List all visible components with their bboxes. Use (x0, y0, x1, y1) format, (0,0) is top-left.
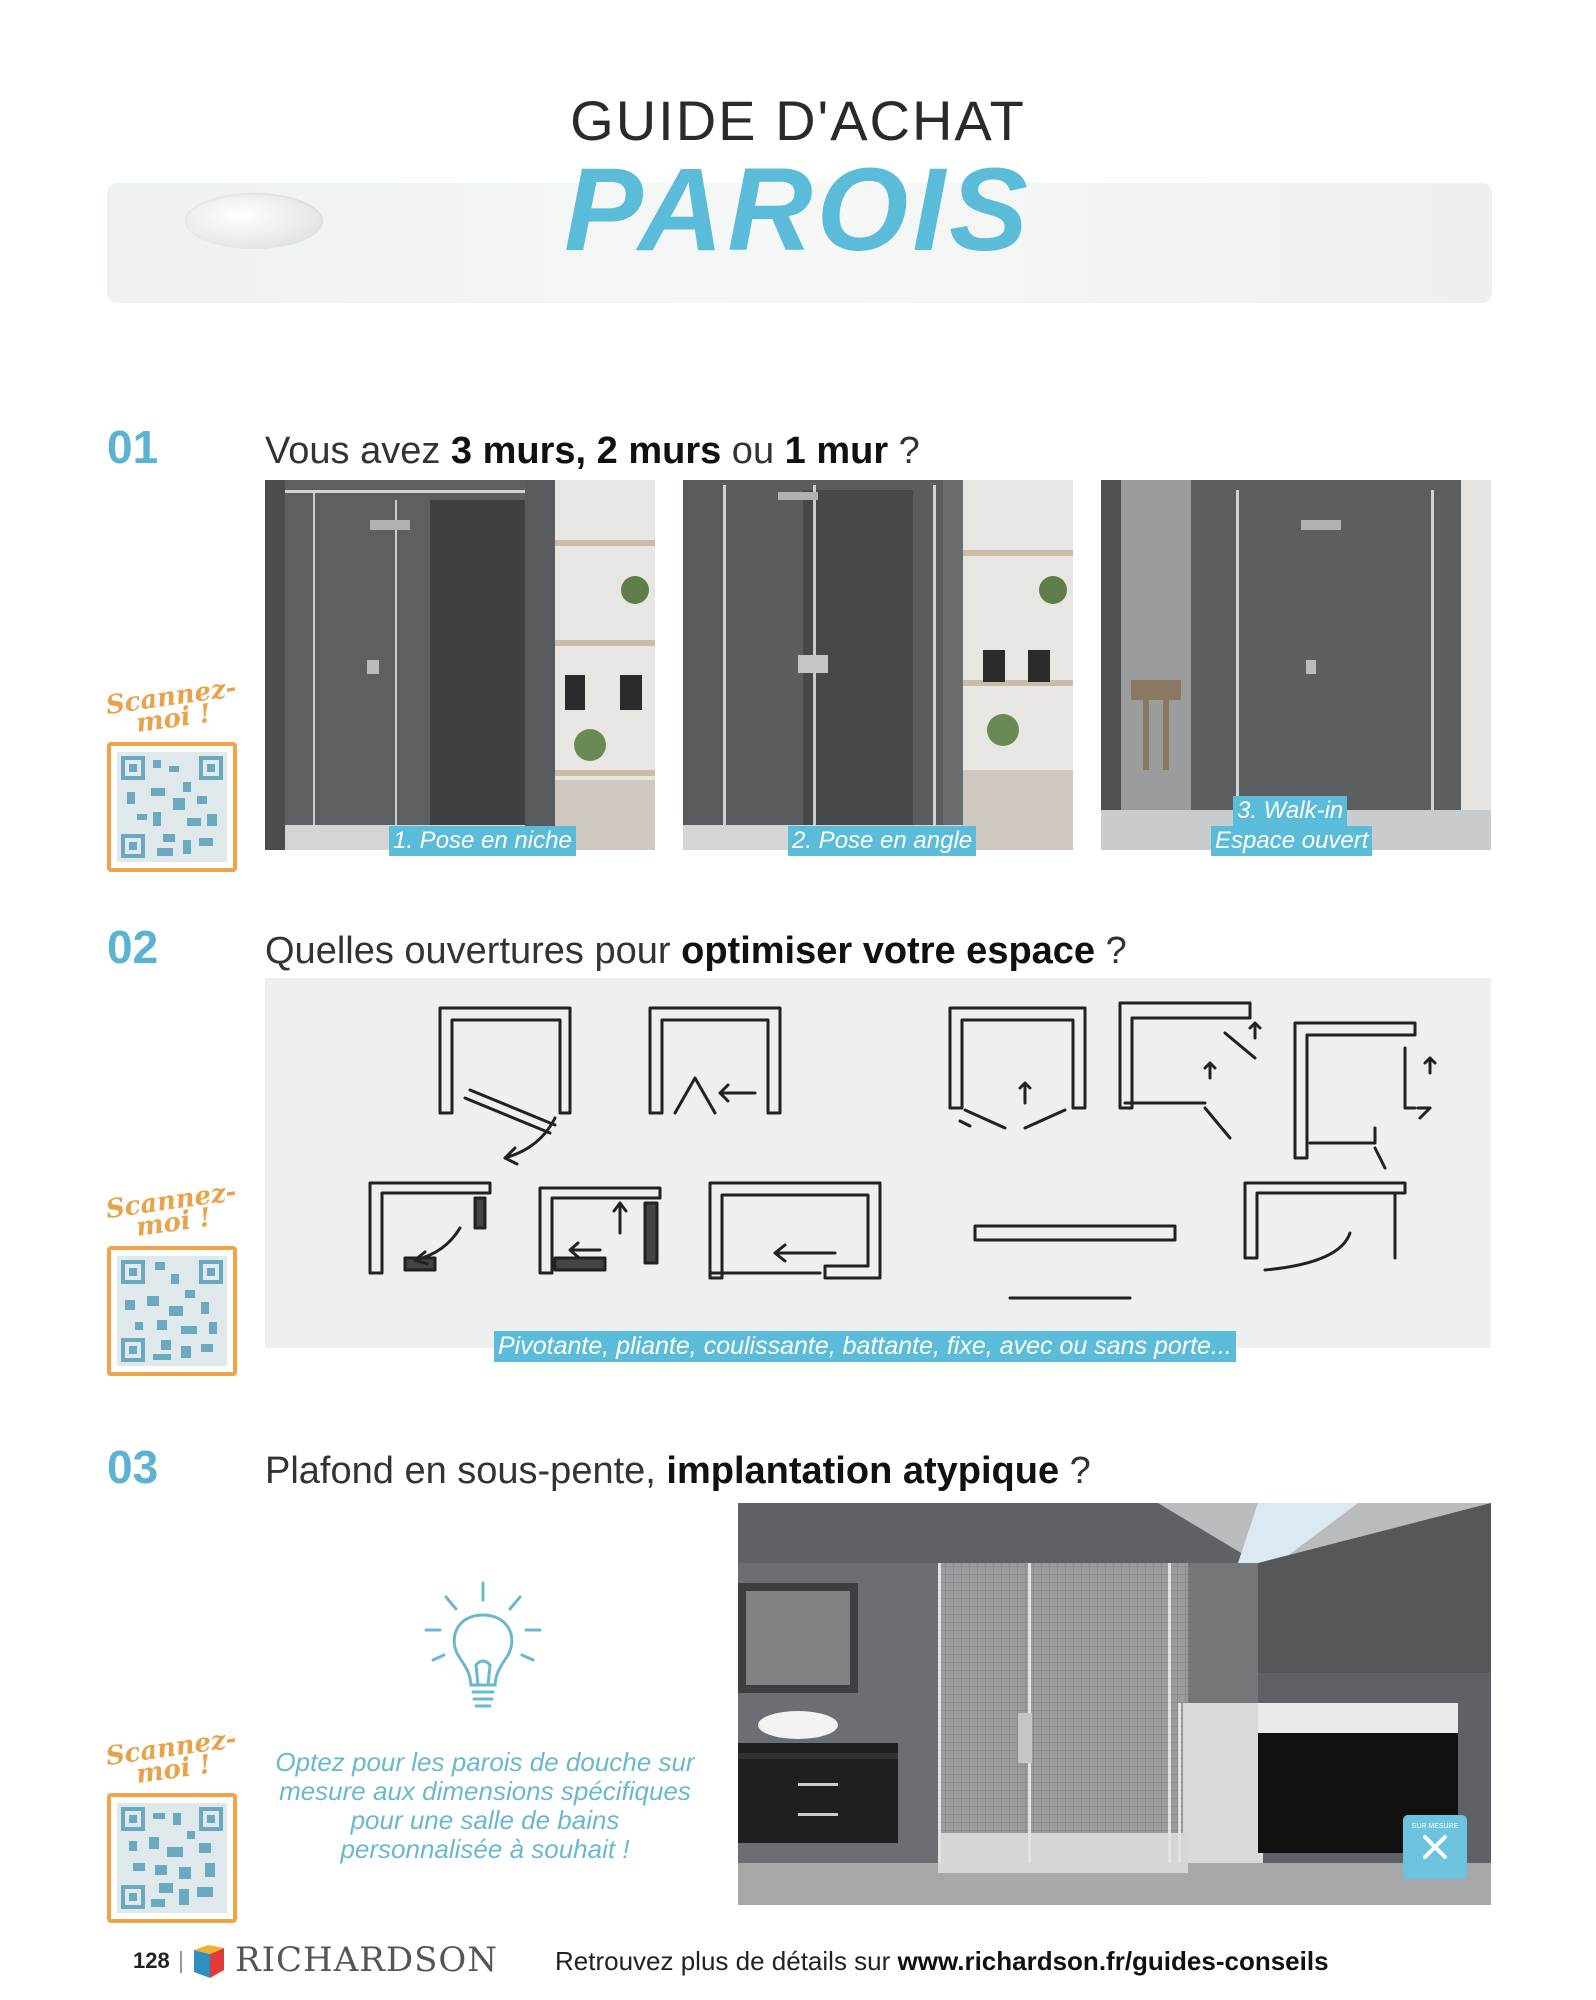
brand-name: RICHARDSON (235, 1940, 499, 1980)
section-02-question: Quelles ouvertures pour optimiser votre … (265, 930, 1127, 972)
sketch-corner-doors (1118, 1001, 1262, 1140)
qr-block-01[interactable]: Scannez-moi ! (104, 673, 238, 872)
qr-block-03[interactable]: Scannez-moi ! (104, 1724, 238, 1923)
photo-pose-en-angle (683, 480, 1073, 850)
section-number-03: 03 (107, 1441, 159, 1493)
sketch-sliding-door (708, 1181, 882, 1280)
measure-cross-icon (1423, 1835, 1447, 1859)
footer-divider (180, 1951, 182, 1973)
footer-url-link[interactable]: www.richardson.fr/guides-conseils (897, 1946, 1329, 1976)
page-number: 128 (133, 1948, 170, 1973)
caption-pose-en-angle: 2. Pose en angle (788, 826, 977, 856)
sketch-double-pivot (948, 1006, 1087, 1130)
section-03-question: Plafond en sous-pente, implantation atyp… (265, 1450, 1091, 1492)
tip-text: Optez pour les parois de douche sur mesu… (275, 1747, 695, 1864)
sketch-folding-door (648, 1006, 782, 1115)
qr-block-02[interactable]: Scannez-moi ! (104, 1177, 238, 1376)
sketch-fixed-panel (973, 1224, 1177, 1300)
guide-label: GUIDE D'ACHAT (570, 89, 1026, 152)
section-number-02: 02 (107, 921, 159, 973)
photo-walk-in (1101, 480, 1491, 850)
drain-decoration (185, 193, 323, 249)
page-title: PAROIS (564, 144, 1032, 276)
caption-pose-en-niche: 1. Pose en niche (389, 826, 576, 856)
caption-walk-in-line2: Espace ouvert (1211, 826, 1373, 856)
section-number-01: 01 (107, 421, 159, 473)
section-01-question: Vous avez 3 murs, 2 murs ou 1 mur ? (265, 430, 920, 472)
scan-label: Scannez-moi ! (104, 673, 239, 739)
opening-sketches-panel (265, 978, 1491, 1348)
lightbulb-icon (418, 1575, 548, 1725)
sketch-curved-door (1243, 1181, 1407, 1272)
sketch-pivot-door (438, 1006, 572, 1166)
richardson-logo-icon (190, 1944, 226, 1980)
qr-code-icon[interactable] (107, 742, 237, 872)
photo-pose-en-niche (265, 480, 655, 850)
sur-mesure-badge: SUR MESURE (1403, 1815, 1467, 1879)
sketch-panel-caption: Pivotante, pliante, coulissante, battant… (494, 1331, 1236, 1362)
sketch-corner-entry (1293, 1021, 1437, 1170)
qr-code-icon[interactable] (107, 1793, 237, 1923)
sketch-quarter-pivot (368, 1181, 492, 1275)
qr-code-icon[interactable] (107, 1246, 237, 1376)
caption-walk-in-line1: 3. Walk-in (1233, 796, 1348, 826)
scan-label: Scannez-moi ! (104, 1177, 239, 1243)
footer-more-info: Retrouvez plus de détails sur www.richar… (555, 1946, 1329, 1976)
photo-sloped-ceiling-bathroom (738, 1503, 1491, 1905)
sketch-sliding-corner (538, 1186, 662, 1275)
badge-label: SUR MESURE (1411, 1823, 1459, 1830)
scan-label: Scannez-moi ! (104, 1724, 239, 1790)
header-band (107, 183, 1492, 303)
